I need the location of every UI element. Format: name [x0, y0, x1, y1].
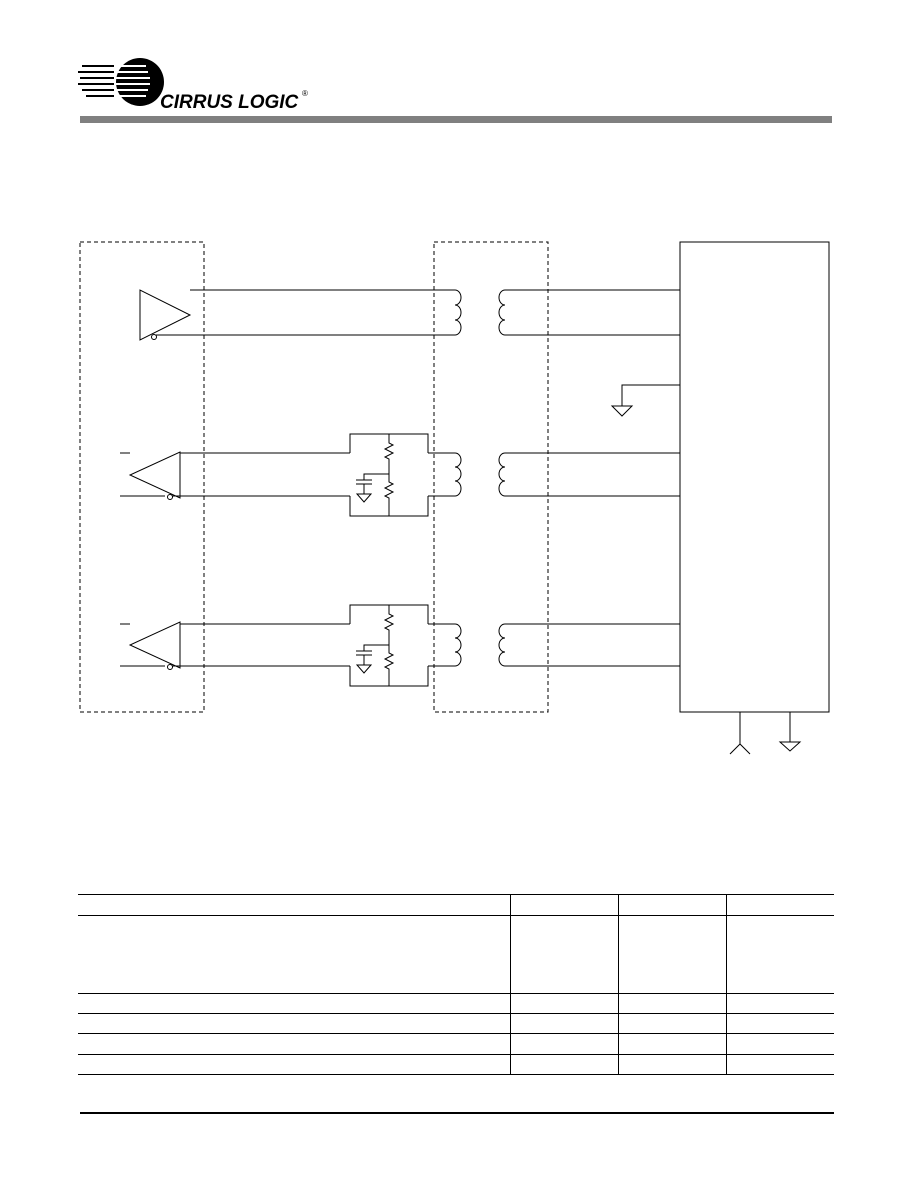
transformer-primary-icon: [454, 452, 462, 497]
resistor-icon: [383, 474, 395, 516]
table-cell: [725, 894, 834, 916]
table-cell: [617, 1033, 726, 1055]
footer-rule: [80, 1112, 834, 1114]
table-cell: [509, 894, 618, 916]
line-interface-block: [679, 241, 830, 713]
resistor-icon: [383, 605, 395, 645]
table-row: [78, 1054, 834, 1075]
receive-channel-1: [120, 433, 680, 517]
table-cell: [617, 894, 726, 916]
table-cell: [78, 1033, 510, 1055]
inversion-bubble-icon: [151, 334, 157, 340]
table-cell: [725, 915, 834, 994]
transformer-block-boundary: [433, 241, 549, 713]
table-cell: [509, 915, 618, 994]
table-row: [78, 1033, 834, 1055]
ic-ground: [610, 384, 680, 417]
ground-icon: [355, 664, 373, 674]
ground-icon: [355, 493, 373, 503]
table-cell: [78, 915, 510, 994]
table-cell: [725, 1054, 834, 1075]
inversion-bubble-icon: [167, 494, 173, 500]
termination-network: [349, 604, 429, 687]
table-cell: [617, 1013, 726, 1034]
transformer-primary-icon: [454, 289, 462, 336]
logo-text: CIRRUS LOGIC: [160, 92, 299, 113]
supply-icon: [729, 743, 751, 755]
resistor-icon: [383, 645, 395, 686]
ground-icon: [610, 405, 634, 417]
resistor-icon: [383, 434, 395, 474]
logo-registered-mark: ®: [302, 89, 308, 98]
termination-network: [349, 433, 429, 517]
table-cell: [725, 1033, 834, 1055]
table-cell: [509, 1033, 618, 1055]
table-cell: [617, 1054, 726, 1075]
table-header-row: [78, 894, 834, 916]
table-row: [78, 915, 834, 994]
table-cell: [509, 1054, 618, 1075]
transformer-secondary-icon: [498, 623, 506, 667]
table-cell: [509, 1013, 618, 1034]
table-cell: [78, 1054, 510, 1075]
logo-emblem-icon: [78, 58, 164, 106]
table-cell: [617, 993, 726, 1014]
ic-supply: [729, 712, 751, 755]
transmit-channel: [139, 289, 680, 341]
ic-ground-bottom: [778, 712, 802, 752]
interface-schematic: [79, 241, 830, 755]
table-cell: [617, 915, 726, 994]
ground-icon: [778, 741, 802, 752]
table-row: [78, 1013, 834, 1034]
receive-channel-2: [120, 604, 680, 687]
cirrus-logic-logo: CIRRUS LOGIC ®: [78, 58, 308, 113]
table-cell: [78, 993, 510, 1014]
spec-table: [78, 894, 834, 1075]
transformer-secondary-icon: [498, 452, 506, 497]
driver-block-boundary: [79, 241, 205, 713]
transmit-driver-icon: [139, 289, 192, 341]
table-cell: [725, 1013, 834, 1034]
table-cell: [78, 894, 510, 916]
receive-buffer-icon: [128, 451, 181, 499]
header-rule: [80, 116, 832, 123]
table-cell: [725, 993, 834, 1014]
inversion-bubble-icon: [167, 664, 173, 670]
receive-buffer-icon: [128, 621, 181, 669]
table-row: [78, 993, 834, 1014]
transformer-primary-icon: [454, 623, 462, 667]
table-cell: [509, 993, 618, 1014]
transformer-secondary-icon: [498, 289, 506, 336]
table-cell: [78, 1013, 510, 1034]
